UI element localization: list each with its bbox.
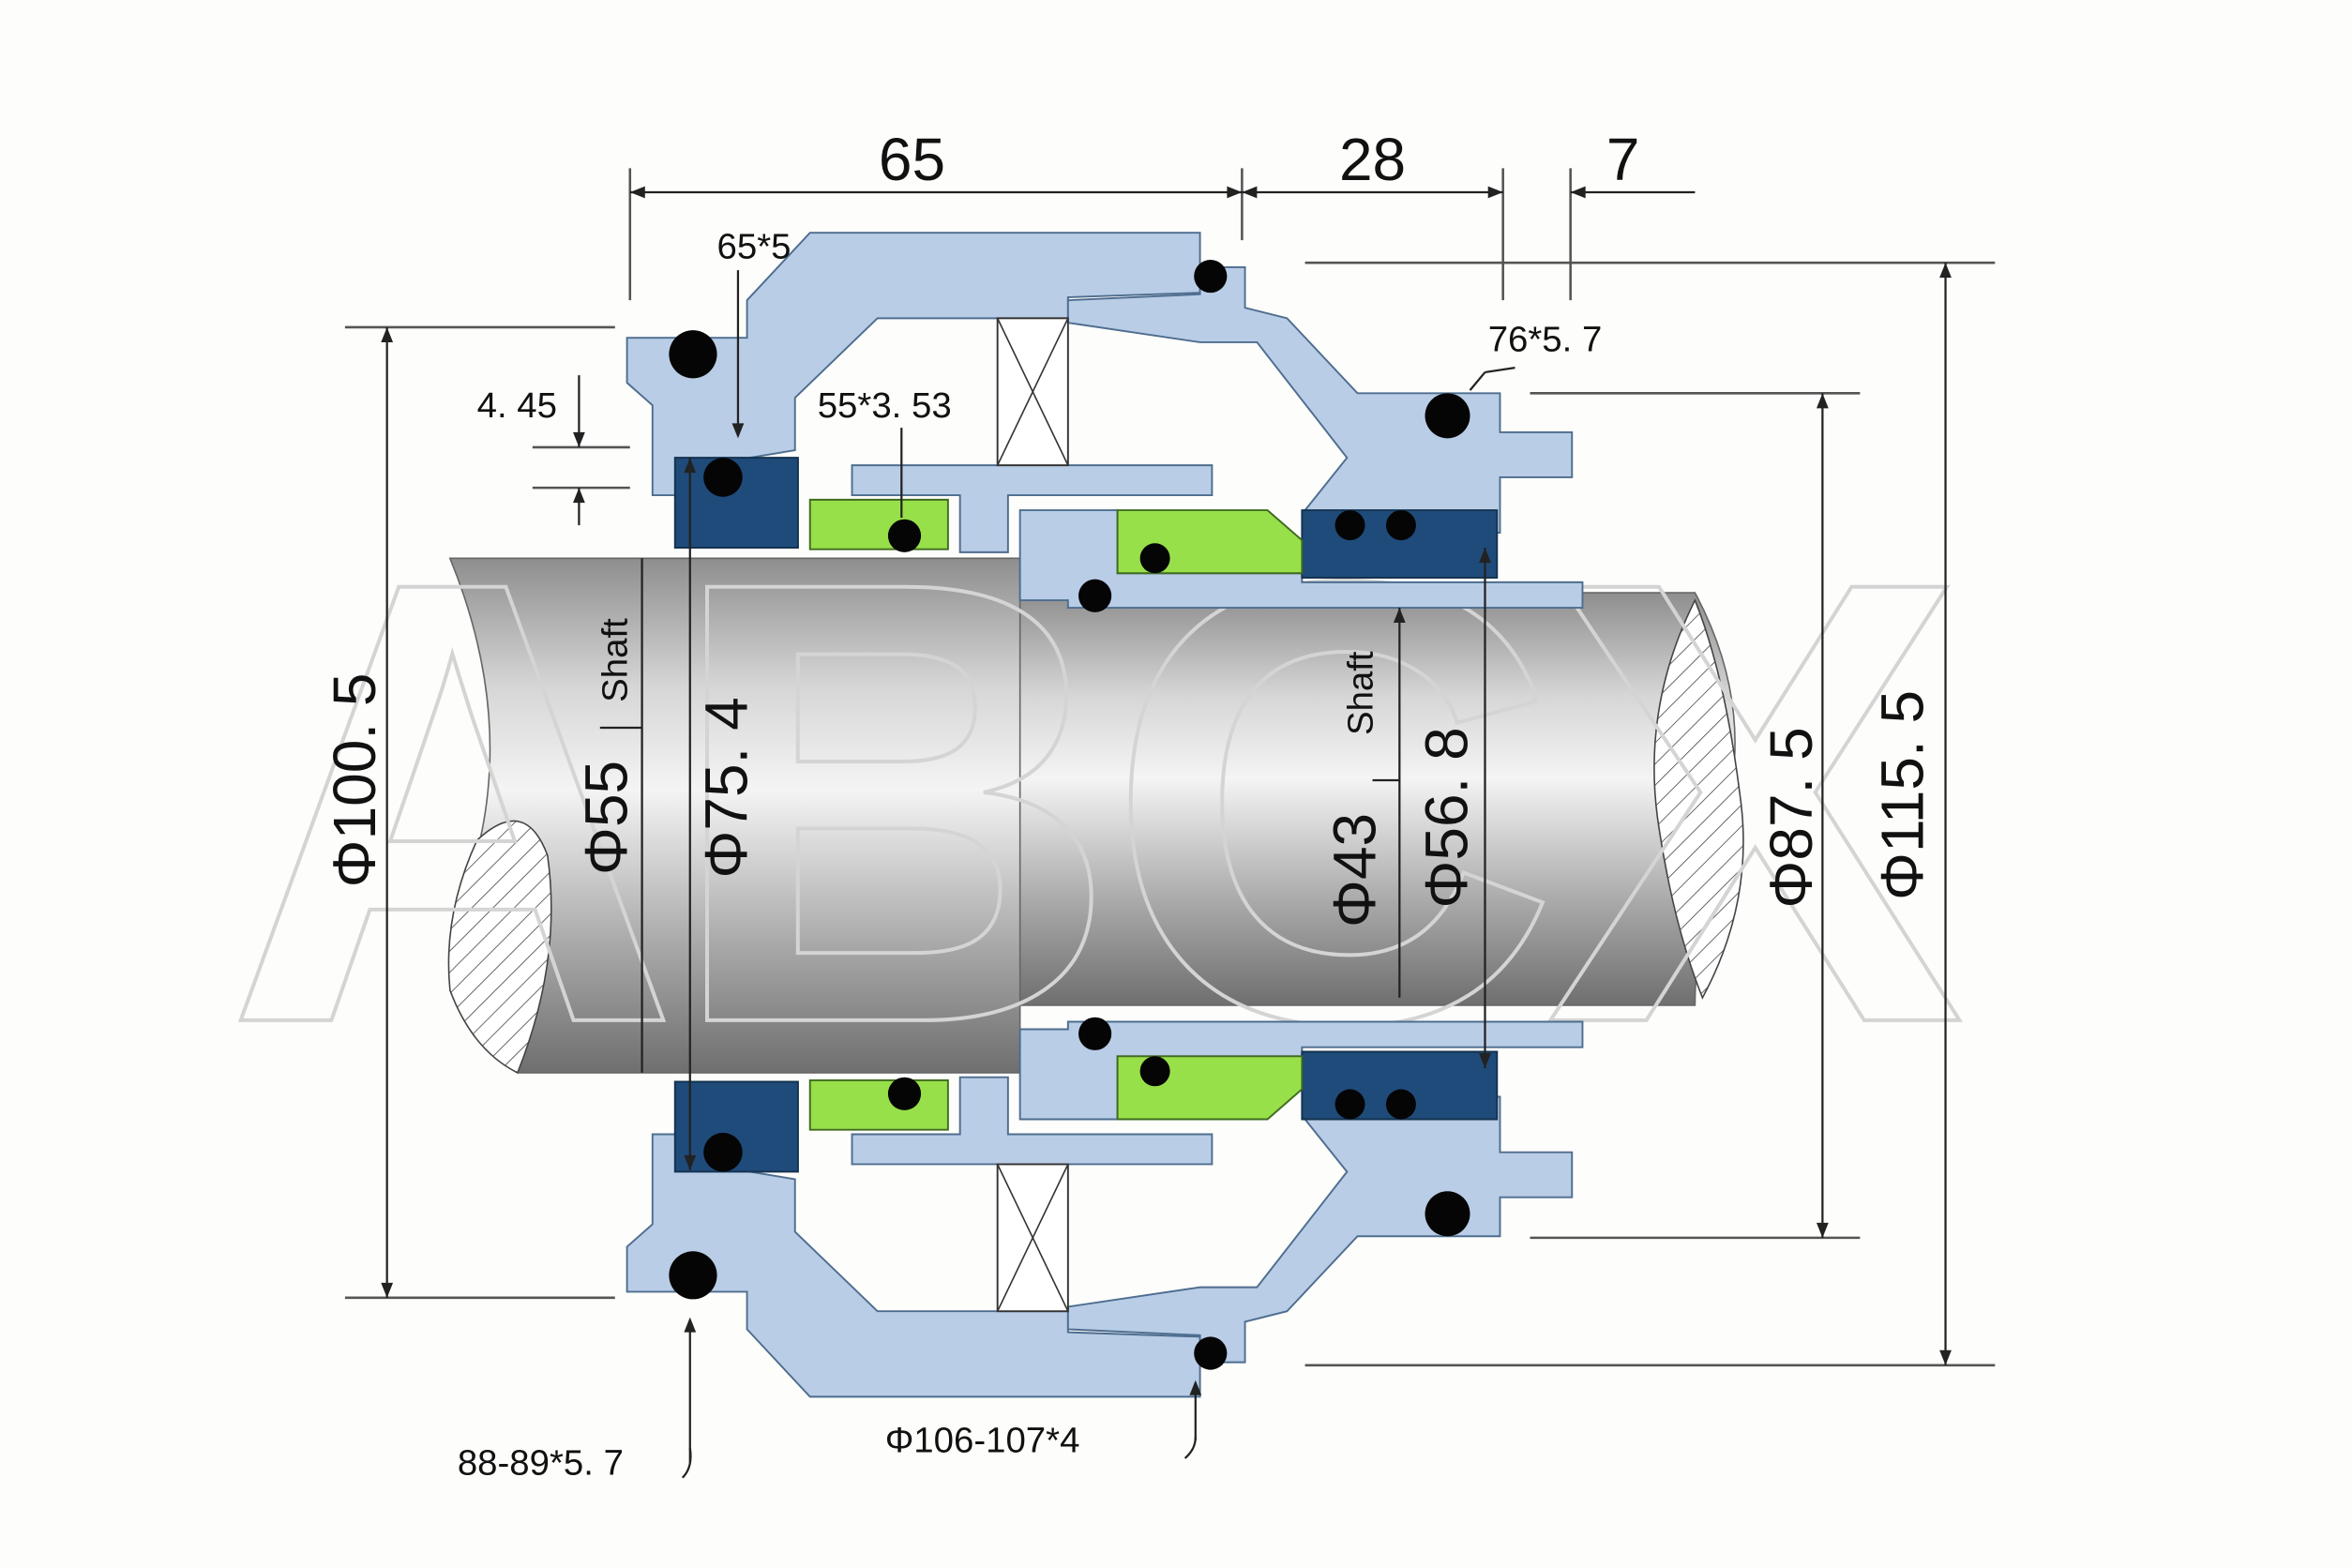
oring-icon xyxy=(1194,259,1228,294)
oring-106-107x4-label: Φ106-107*4 xyxy=(885,1421,1080,1461)
dim-phi-100-5: Φ100. 5 xyxy=(321,673,388,888)
oring-icon xyxy=(1334,510,1365,541)
oring-icon xyxy=(1385,510,1416,541)
seal-upper-half xyxy=(626,232,1584,612)
dim-phi-56-8: Φ56. 8 xyxy=(1412,727,1480,908)
shaft-label-left: Shaft xyxy=(596,618,636,702)
dim-phi-87-5: Φ87. 5 xyxy=(1757,727,1825,908)
dim-28: 28 xyxy=(1339,126,1406,193)
dim-4-45: 4. 45 xyxy=(477,385,557,426)
oring-65x5-label: 65*5 xyxy=(717,226,792,266)
oring-88-89x5-7-label: 88-89*5. 7 xyxy=(458,1443,624,1484)
left-seal-face xyxy=(808,498,949,550)
gap-dimension: 4. 45 xyxy=(477,375,630,526)
dim-65: 65 xyxy=(879,126,945,193)
right-gland xyxy=(1066,266,1574,535)
shaft-small xyxy=(1003,592,1744,1006)
top-dimensions: 65 28 7 xyxy=(628,126,1696,301)
oring-icon xyxy=(1425,393,1470,439)
sleeve-gland xyxy=(626,232,1201,497)
dim-phi-75-4: Φ75. 4 xyxy=(693,697,761,878)
oring-icon xyxy=(1139,543,1170,574)
dim-phi-115-5: Φ115. 5 xyxy=(1869,690,1937,900)
dim-phi-55: Φ55 xyxy=(573,761,641,875)
diameter-dimensions: Φ100. 5 Φ55 Shaft Φ75. 4 Φ43 Shaft Φ56. … xyxy=(321,261,1996,1367)
oring-icon xyxy=(703,458,743,497)
shaft-label-right: Shaft xyxy=(1341,651,1381,735)
oring-55x3-53-label: 55*3. 53 xyxy=(818,385,952,426)
oring-76x5-7-label: 76*5. 7 xyxy=(1488,320,1603,360)
dim-phi-43: Φ43 xyxy=(1321,813,1389,927)
shaft-large xyxy=(447,557,1021,1075)
dim-7: 7 xyxy=(1606,126,1640,193)
oring-icon xyxy=(1078,579,1112,612)
middle-sleeve xyxy=(851,464,1214,553)
oring-icon xyxy=(887,519,922,552)
oring-icon xyxy=(669,330,717,379)
oring-callouts: 65*5 55*3. 53 76*5. 7 88-89*5. 7 Φ106-10… xyxy=(458,226,1602,1483)
